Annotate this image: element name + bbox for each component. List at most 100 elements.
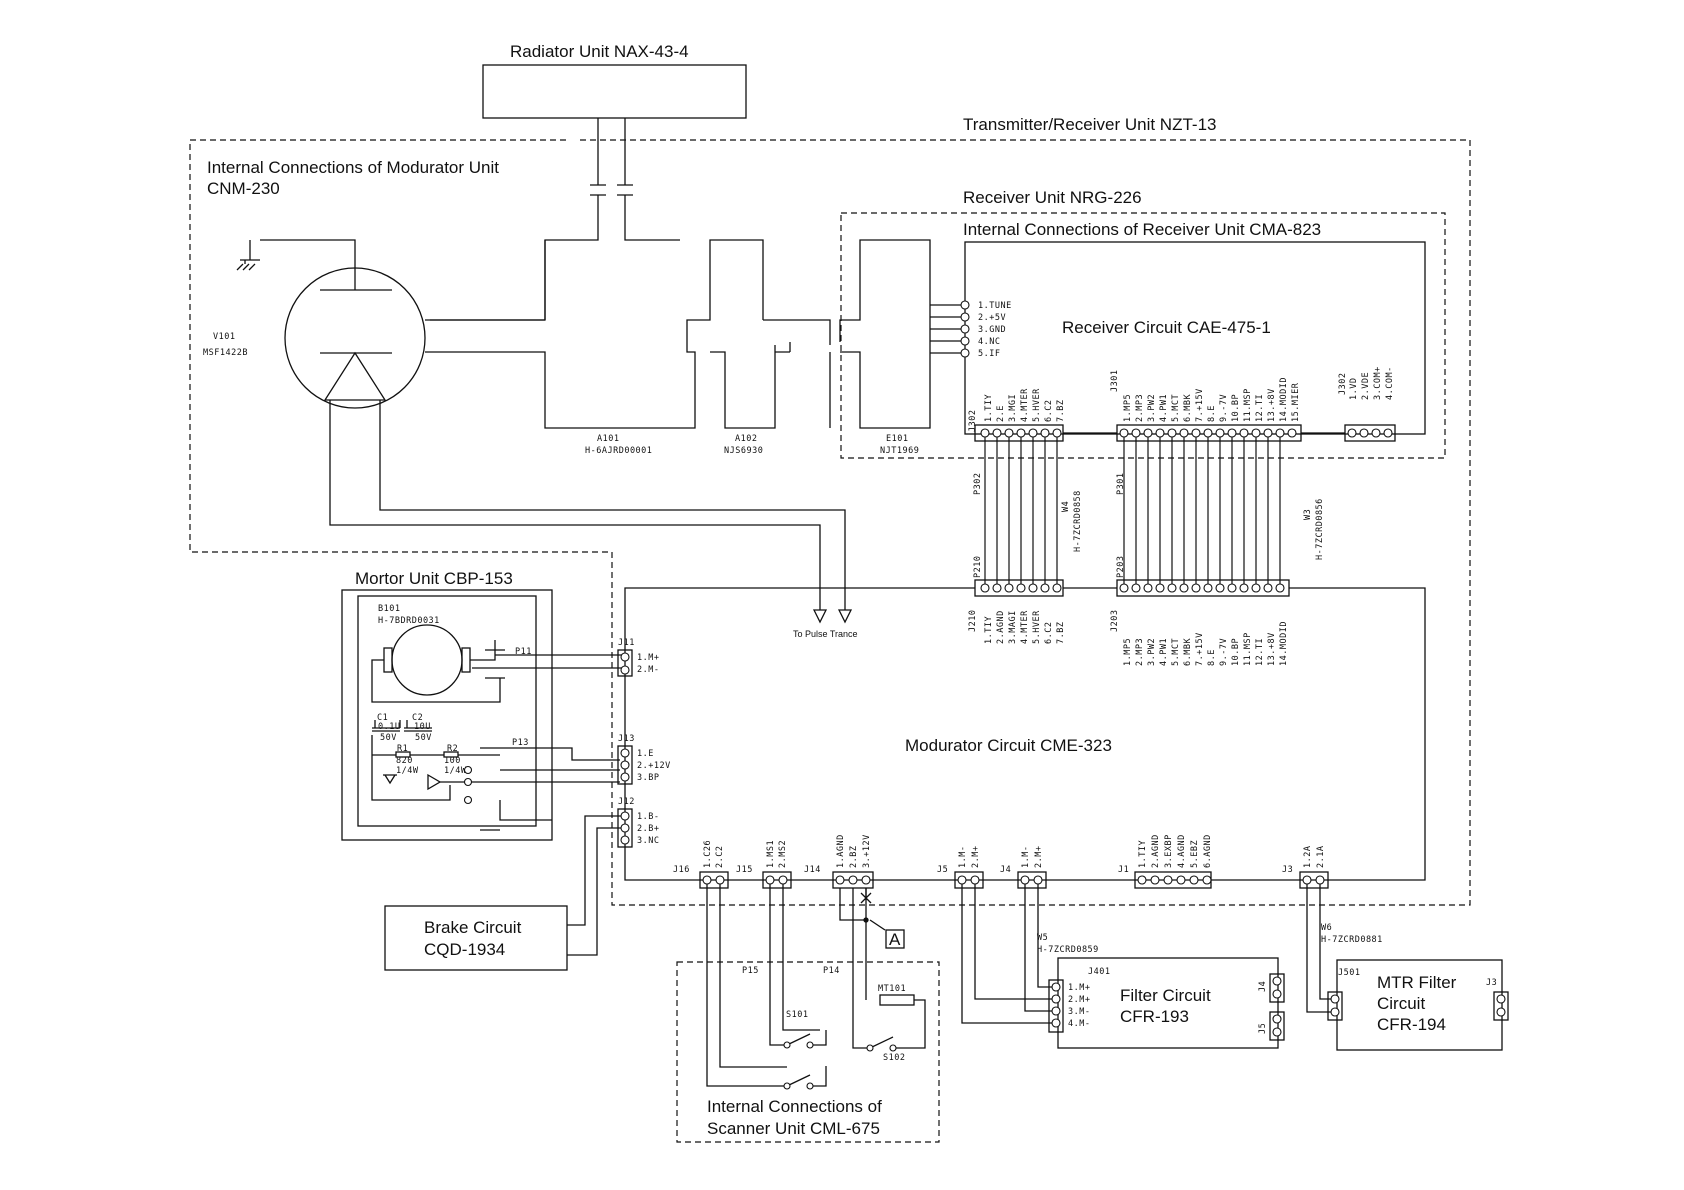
svg-text:2.AGND: 2.AGND (1151, 834, 1161, 868)
mtr-filter-label-1: MTR Filter (1377, 973, 1457, 992)
svg-text:7.+15V: 7.+15V (1195, 388, 1205, 422)
scanner-unit-label-2: Scanner Unit CML-675 (707, 1119, 880, 1138)
svg-text:4.PW1: 4.PW1 (1159, 394, 1169, 422)
r2-watt: 1/4W (444, 766, 467, 776)
j4-label: J4 (1000, 865, 1011, 875)
svg-text:3.PW2: 3.PW2 (1147, 394, 1157, 422)
svg-text:3.EXBP: 3.EXBP (1164, 834, 1174, 868)
svg-text:3.MGI: 3.MGI (1008, 394, 1018, 422)
svg-text:14.MODID: 14.MODID (1279, 377, 1289, 422)
p15-label: P15 (742, 966, 759, 976)
j401-pin4: 4.M- (1068, 1019, 1090, 1029)
pulse-trance-label: To Pulse Trance (793, 629, 858, 639)
j11-label: J11 (618, 638, 635, 648)
j401-connector (1048, 979, 1064, 1033)
ground-icon (236, 239, 356, 271)
j11-pin1: 1.M+ (637, 653, 659, 663)
svg-text:6.C2: 6.C2 (1044, 400, 1054, 422)
j210-pin (1004, 583, 1014, 593)
svg-text:2.MP3: 2.MP3 (1135, 394, 1145, 422)
svg-text:3.PW2: 3.PW2 (1147, 638, 1157, 666)
c1-volt: 50V (380, 733, 397, 743)
radiator-unit-label: Radiator Unit NAX-43-4 (510, 42, 689, 61)
j401-pin2: 2.M+ (1068, 995, 1090, 1005)
s102-label: S102 (883, 1053, 905, 1063)
receiver-if-pin-labels: 1.TUNE 2.+5V 3.GND 4.NC 5.IF (978, 301, 1012, 359)
svg-text:11.MSP: 11.MSP (1243, 388, 1253, 422)
j11-pin2: 2.M- (637, 665, 659, 675)
j3-label: J3 (1282, 865, 1293, 875)
svg-text:1.2A: 1.2A (1303, 846, 1313, 868)
modurator-unit-label-2: CNM-230 (207, 179, 280, 198)
svg-text:2.BZ: 2.BZ (849, 846, 859, 868)
j401-pin1: 1.M+ (1068, 983, 1090, 993)
j302-right-pin (1383, 428, 1393, 438)
svg-text:2.E: 2.E (996, 405, 1006, 422)
brake-circuit-label-1: Brake Circuit (424, 918, 522, 937)
svg-text:2.+5V: 2.+5V (978, 313, 1006, 323)
svg-text:8.E: 8.E (1207, 405, 1217, 422)
motor-wires (463, 654, 625, 805)
c2-value: 10U (414, 722, 431, 732)
p13-label: P13 (512, 738, 529, 748)
receiver-circuit-label: Receiver Circuit CAE-475-1 (1062, 318, 1271, 337)
marker-a-label: A (889, 930, 901, 949)
svg-text:1.C26: 1.C26 (703, 840, 713, 868)
j14-label: J14 (804, 865, 821, 875)
j203-connector (1116, 579, 1290, 597)
j203-pin (1179, 583, 1189, 593)
txrx-unit-label: Transmitter/Receiver Unit NZT-13 (963, 115, 1216, 134)
svg-text:1.M-: 1.M- (1021, 846, 1031, 868)
svg-text:4.COM-: 4.COM- (1385, 366, 1395, 400)
mt101-label: MT101 (878, 984, 906, 994)
j203-pin (1203, 583, 1213, 593)
j301-pin (1119, 428, 1129, 438)
j203-pin (1119, 583, 1129, 593)
svg-text:2.AGND: 2.AGND (996, 610, 1006, 644)
svg-text:4.MTER: 4.MTER (1020, 610, 1030, 644)
w3-part: H-7ZCRD0856 (1315, 498, 1325, 560)
j12-pin2: 2.B+ (637, 824, 659, 834)
filter-j5-label: J5 (1258, 1023, 1268, 1034)
s101-label: S101 (786, 1010, 808, 1020)
j302-right-pin (1347, 428, 1357, 438)
j301-pin (1167, 428, 1177, 438)
svg-text:6.MBK: 6.MBK (1183, 638, 1193, 666)
j1-label: J1 (1118, 865, 1129, 875)
marker-a-icon (839, 888, 905, 949)
j13-pin2: 2.+12V (637, 761, 671, 771)
j13-label: J13 (618, 734, 635, 744)
pulse-arrow-icon (812, 598, 853, 624)
j203-pin (1191, 583, 1201, 593)
v101-label: V101 (213, 332, 235, 342)
magnetron-v101 (284, 262, 846, 598)
j302-label: J302 (968, 410, 978, 432)
j13-pin1: 1.E (637, 749, 654, 759)
svg-text:1.TIY: 1.TIY (984, 394, 994, 422)
svg-text:3.GND: 3.GND (978, 325, 1006, 335)
svg-text:7.BZ: 7.BZ (1056, 400, 1066, 422)
svg-text:6.C2: 6.C2 (1044, 622, 1054, 644)
w3-label: W3 (1303, 509, 1313, 520)
j203-label: J203 (1110, 610, 1120, 632)
j302-pin (1004, 428, 1014, 438)
svg-text:1.TUNE: 1.TUNE (978, 301, 1012, 311)
j302-right-label: J302 (1338, 373, 1348, 395)
capacitor-c2 (404, 720, 432, 732)
p203-label: P203 (1116, 556, 1126, 578)
svg-text:13.+8V: 13.+8V (1267, 632, 1277, 666)
mtr-wires (1306, 884, 1331, 1013)
mtr-filter-label-3: CFR-194 (1377, 1015, 1446, 1034)
svg-text:11.MSP: 11.MSP (1243, 632, 1253, 666)
svg-text:2.C2: 2.C2 (715, 846, 725, 868)
radiator-waveguide (430, 118, 680, 321)
j301-pin (1287, 428, 1297, 438)
svg-text:1.TIY: 1.TIY (1138, 840, 1148, 868)
r2-label: R2 (447, 744, 458, 754)
scanner-unit-outline (676, 961, 940, 1143)
svg-text:1.M-: 1.M- (958, 846, 968, 868)
j11-connector (617, 649, 633, 677)
a102-label: A102 (735, 434, 757, 444)
j203-pin (1239, 583, 1249, 593)
j301-pin (1239, 428, 1249, 438)
